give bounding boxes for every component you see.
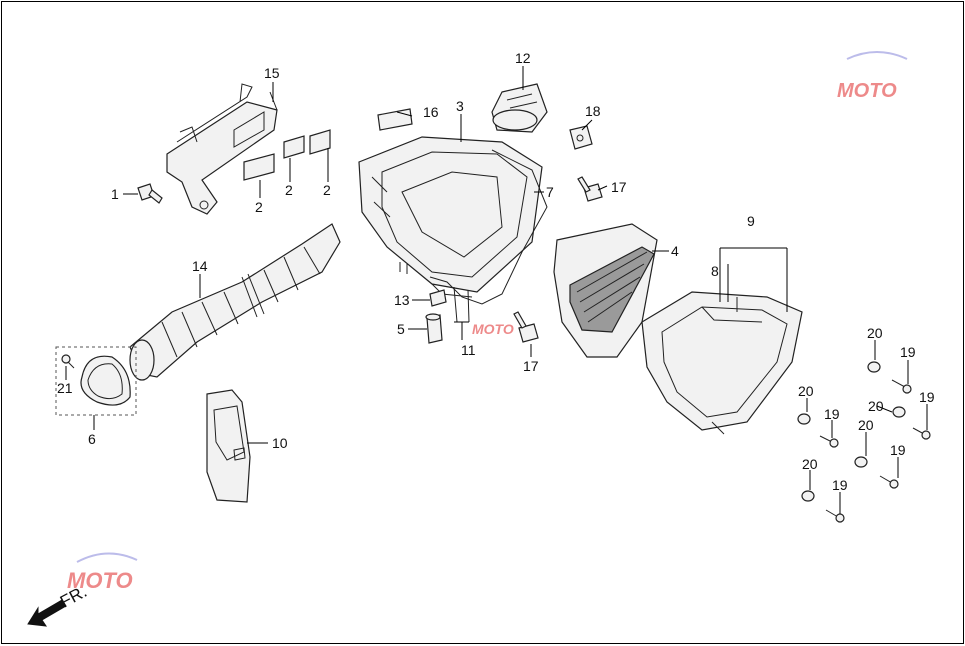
- label-part-6: 6: [88, 431, 96, 447]
- part-12-intake-duct: [491, 83, 548, 133]
- watermark-logo-top-right: MOTO: [837, 51, 908, 102]
- label-part-20-a: 20: [867, 325, 883, 341]
- watermark-logo-bottom-left: MOTO: [67, 552, 138, 593]
- label-part-20-c: 20: [868, 398, 884, 414]
- part-6-clamp: [55, 346, 137, 416]
- label-part-19-e: 19: [832, 477, 848, 493]
- part-21-screw: [61, 354, 75, 369]
- label-part-20-d: 20: [858, 417, 874, 433]
- part-20-washer-b: [797, 413, 811, 425]
- label-part-13: 13: [394, 292, 410, 308]
- part-19-screw-d: [879, 475, 899, 489]
- label-part-19-a: 19: [900, 344, 916, 360]
- part-19-screw-b: [819, 435, 839, 448]
- label-part-12: 12: [515, 50, 531, 66]
- label-part-20-e: 20: [802, 456, 818, 472]
- label-part-11: 11: [461, 342, 476, 358]
- watermark-text: MOTO: [67, 568, 133, 593]
- label-part-19-b: 19: [824, 406, 840, 422]
- part-3-air-box: [358, 136, 543, 298]
- watermark-text: MOTO: [837, 80, 897, 102]
- label-part-21: 21: [57, 380, 73, 396]
- front-direction-marker: FR.: [27, 582, 90, 627]
- label-part-17-lower: 17: [523, 358, 539, 374]
- part-17-bolt-upper: [577, 176, 603, 202]
- label-part-5: 5: [397, 321, 405, 337]
- part-16-label: [377, 108, 413, 131]
- part-20-washer-e: [801, 490, 815, 502]
- label-part-19-c: 19: [919, 389, 935, 405]
- part-10-gasket-plate: [206, 389, 251, 503]
- part-2-seal-a: [243, 153, 275, 181]
- label-part-18: 18: [585, 103, 601, 119]
- part-4-air-filter: [553, 223, 658, 358]
- part-14-intake-hose: [129, 223, 341, 381]
- label-part-20-b: 20: [798, 383, 814, 399]
- part-20-washer-a: [867, 361, 881, 373]
- label-part-3: 3: [456, 98, 464, 114]
- label-part-8: 8: [711, 263, 719, 279]
- label-part-16: 16: [423, 104, 439, 120]
- label-part-9: 9: [747, 213, 755, 229]
- part-19-screw-e: [825, 509, 845, 523]
- label-part-10: 10: [272, 435, 288, 451]
- label-part-14: 14: [192, 258, 208, 274]
- label-part-4: 4: [671, 243, 679, 259]
- part-20-washer-d: [854, 456, 868, 468]
- part-11-tube: [453, 286, 470, 323]
- part-13-fitting: [429, 289, 447, 307]
- part-20-washer-c: [892, 406, 906, 418]
- part-18-clip-nut: [569, 125, 593, 150]
- part-19-screw-a: [891, 379, 912, 394]
- part-15-bracket: [166, 83, 278, 215]
- label-part-17-upper: 17: [611, 179, 627, 195]
- part-2-seal-c: [309, 129, 331, 155]
- watermark-text: MOTO: [472, 321, 514, 337]
- part-number-labels: 15 1 2 2 2 3 16 12 18 17 7 4 9 8 13 5 11…: [57, 50, 935, 493]
- label-part-2-a: 2: [255, 199, 263, 215]
- watermark-logo-center: MOTO: [472, 321, 514, 337]
- part-7-seal-wire: [429, 149, 548, 305]
- label-part-2-b: 2: [285, 182, 293, 198]
- part-17-bolt-lower: [513, 311, 539, 343]
- label-part-7: 7: [546, 184, 554, 200]
- part-5-tube: [425, 313, 443, 344]
- label-part-2-c: 2: [323, 182, 331, 198]
- label-part-1: 1: [111, 186, 119, 202]
- part-1-bolt: [137, 183, 163, 204]
- label-part-15: 15: [264, 65, 280, 81]
- leader-lines: [65, 66, 928, 514]
- part-2-seal-b: [283, 135, 305, 159]
- part-9-air-box-cover: [641, 291, 803, 435]
- label-part-19-d: 19: [890, 442, 906, 458]
- part-19-screw-c: [912, 427, 931, 440]
- front-arrow-icon: [27, 599, 67, 627]
